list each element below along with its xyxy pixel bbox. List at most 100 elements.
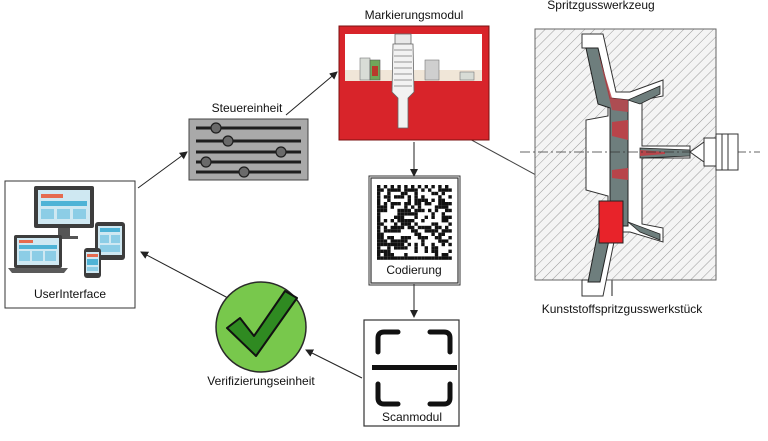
datamatrix-module: [377, 191, 381, 196]
datamatrix-module: [380, 249, 384, 253]
datamatrix-module: [417, 202, 422, 206]
datamatrix-module: [431, 232, 435, 236]
datamatrix-module: [397, 202, 401, 206]
datamatrix-module: [434, 256, 439, 260]
datamatrix-module: [407, 225, 411, 230]
datamatrix-module: [431, 249, 435, 253]
datamatrix-module: [414, 256, 418, 260]
datamatrix-module: [414, 229, 418, 233]
datamatrix-module: [404, 185, 408, 189]
datamatrix-module: [434, 191, 439, 196]
datamatrix-module: [445, 219, 449, 223]
datamatrix-module: [390, 242, 394, 247]
datamatrix-module: [400, 242, 405, 247]
datamatrix-module: [424, 225, 428, 230]
datamatrix-module: [390, 205, 394, 209]
datamatrix-module: [407, 222, 411, 226]
datamatrix-module: [434, 253, 439, 257]
datamatrix-module: [383, 208, 388, 213]
datamatrix-module: [438, 188, 442, 192]
datamatrix-module: [377, 225, 381, 230]
datamatrix-module: [390, 188, 394, 192]
datamatrix-code: [377, 185, 452, 260]
slider-knob: [222, 135, 234, 147]
datamatrix-module: [380, 222, 384, 226]
datamatrix-module: [387, 242, 391, 247]
datamatrix-module: [424, 249, 428, 253]
datamatrix-module: [394, 195, 398, 199]
slider-knob: [238, 166, 250, 178]
datamatrix-module: [417, 232, 422, 236]
datamatrix-module: [380, 188, 384, 192]
datamatrix-module: [387, 229, 391, 233]
datamatrix-module: [404, 205, 408, 209]
datamatrix-module: [421, 236, 425, 240]
datamatrix-module: [411, 188, 415, 192]
datamatrix-module: [387, 236, 391, 240]
datamatrix-module: [397, 225, 401, 230]
datamatrix-module: [397, 212, 401, 216]
datamatrix-module: [428, 229, 432, 233]
datamatrix-module: [400, 222, 405, 226]
datamatrix-module: [448, 249, 452, 253]
datamatrix-module: [434, 222, 439, 226]
codierung-box: [368, 175, 461, 286]
datamatrix-module: [417, 208, 422, 213]
datamatrix-module: [441, 239, 445, 243]
datamatrix-module: [404, 256, 408, 260]
datamatrix-module: [383, 239, 388, 243]
datamatrix-module: [387, 246, 391, 250]
datamatrix-module: [407, 188, 411, 192]
datamatrix-module: [404, 219, 408, 223]
datamatrix-module: [414, 249, 418, 253]
datamatrix-module: [448, 215, 452, 219]
datamatrix-module: [397, 256, 401, 260]
datamatrix-module: [397, 239, 401, 243]
datamatrix-module: [431, 191, 435, 196]
tablet-icon: [95, 222, 125, 260]
datamatrix-module: [387, 188, 391, 192]
datamatrix-module: [448, 188, 452, 192]
datamatrix-module: [383, 249, 388, 253]
datamatrix-module: [445, 239, 449, 243]
datamatrix-module: [400, 239, 405, 243]
datamatrix-module: [377, 253, 381, 257]
datamatrix-module: [424, 229, 428, 233]
datamatrix-module: [394, 188, 398, 192]
datamatrix-module: [394, 239, 398, 243]
datamatrix-module: [411, 229, 415, 233]
arrow-verifizierung-to-ui: [140, 251, 229, 299]
scanmodul-box: [363, 319, 460, 427]
datamatrix-module: [383, 229, 388, 233]
datamatrix-module: [394, 222, 398, 226]
label-steuereinheit: Steuereinheit: [212, 101, 283, 115]
datamatrix-module: [424, 246, 428, 250]
datamatrix-module: [445, 185, 449, 189]
laptop-icon: [8, 235, 68, 273]
datamatrix-module: [448, 256, 452, 260]
datamatrix-module: [377, 202, 381, 206]
datamatrix-module: [414, 202, 418, 206]
datamatrix-module: [397, 246, 401, 250]
datamatrix-module: [414, 191, 418, 196]
datamatrix-module: [428, 188, 432, 192]
datamatrix-module: [390, 185, 394, 189]
datamatrix-module: [438, 205, 442, 209]
datamatrix-module: [407, 202, 411, 206]
datamatrix-module: [377, 205, 381, 209]
datamatrix-module: [411, 185, 415, 189]
datamatrix-module: [445, 205, 449, 209]
datamatrix-module: [377, 232, 381, 236]
datamatrix-module: [434, 246, 439, 250]
datamatrix-module: [380, 256, 384, 260]
datamatrix-module: [407, 219, 411, 223]
label-userinterface: UserInterface: [34, 287, 106, 301]
datamatrix-module: [380, 239, 384, 243]
label-verifizierung: Verifizierungseinheit: [207, 374, 315, 388]
datamatrix-module: [438, 232, 442, 236]
datamatrix-module: [445, 202, 449, 206]
datamatrix-module: [404, 246, 408, 250]
datamatrix-module: [421, 239, 425, 243]
datamatrix-module: [438, 202, 442, 206]
